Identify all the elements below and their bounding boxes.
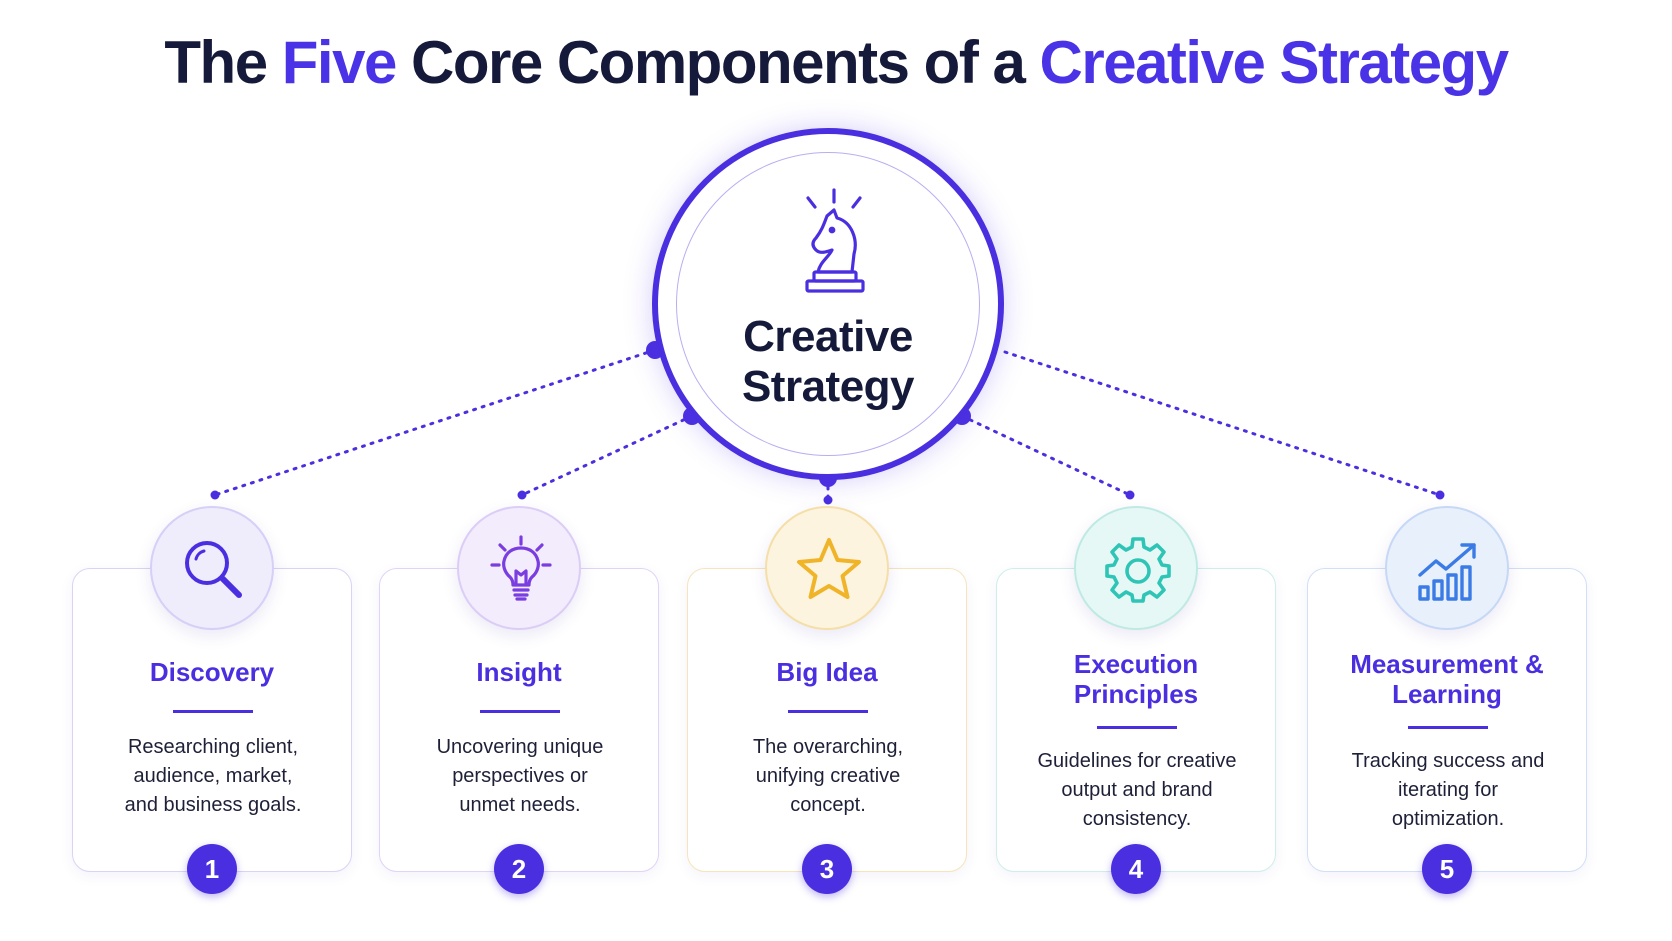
connector-execution	[960, 414, 1132, 497]
step-number-badge: 4	[1111, 844, 1161, 894]
card-description-line: unmet needs.	[459, 794, 581, 816]
chess-knight-icon	[805, 188, 865, 293]
card-description: The overarching, unifying creative conce…	[712, 733, 944, 820]
connector-discovery	[213, 348, 657, 497]
card-description: Guidelines for creative output and brand…	[1021, 747, 1253, 834]
card-description: Uncovering unique perspectives or unmet …	[404, 733, 636, 820]
connector-insight	[520, 414, 694, 497]
card-description-line: The overarching,	[752, 736, 904, 758]
title-accent-five: Five	[281, 29, 398, 96]
card-description-line: Tracking success and	[1351, 750, 1545, 772]
card-description-line: output and brand	[1061, 779, 1213, 801]
card-divider	[1408, 726, 1488, 729]
card-title-line: Measurement &	[1350, 649, 1544, 679]
card-divider	[788, 710, 868, 713]
card-title-line: Learning	[1392, 679, 1502, 709]
execution-icon-circle	[1074, 506, 1198, 630]
big-idea-icon-circle	[765, 506, 889, 630]
hub-label-line-2: Strategy	[741, 362, 915, 411]
card-description-line: iterating for	[1397, 779, 1499, 801]
hub-inner-ring	[676, 152, 980, 456]
card-description-line: consistency.	[1082, 808, 1192, 830]
title-part-1: The	[164, 29, 282, 96]
card-description: Tracking success and iterating for optim…	[1332, 747, 1564, 834]
discovery-icon-circle	[150, 506, 274, 630]
page-title: The Five Core Components of a Creative S…	[0, 28, 1672, 97]
card-title-line: Execution	[1073, 649, 1199, 679]
step-number-badge: 3	[802, 844, 852, 894]
card-title: Measurement & Learning	[1308, 649, 1586, 709]
magnifier-icon	[185, 541, 242, 598]
growth-chart-icon	[1418, 543, 1476, 601]
card-divider	[480, 710, 560, 713]
card-description-line: unifying creative	[755, 765, 901, 787]
card-title: Discovery	[149, 657, 275, 687]
card-title: Execution Principles	[997, 649, 1275, 709]
star-icon	[797, 538, 861, 599]
connector-end-dot	[210, 490, 220, 500]
connector-end-dot	[1435, 490, 1445, 500]
connector-end-dot	[823, 495, 833, 505]
measurement-icon-circle	[1385, 506, 1509, 630]
connector-end-dot	[1125, 490, 1135, 500]
component-card-measurement-learning: Measurement & Learning Tracking success …	[1307, 568, 1587, 872]
card-description-line: audience, market,	[133, 765, 293, 787]
title-accent-creative-strategy: Creative Strategy	[1039, 29, 1510, 96]
card-divider	[1097, 726, 1177, 729]
step-number-badge: 1	[187, 844, 237, 894]
insight-icon-circle	[457, 506, 581, 630]
card-description-line: optimization.	[1391, 808, 1505, 830]
connector-end-dot	[517, 490, 527, 500]
hub-label-line-1: Creative	[743, 312, 913, 361]
lightbulb-icon	[490, 535, 552, 601]
step-number-badge: 2	[494, 844, 544, 894]
card-description-line: concept.	[790, 794, 866, 816]
card-title-line: Principles	[1073, 679, 1199, 709]
gear-icon	[1105, 537, 1171, 603]
card-description: Researching client, audience, market, an…	[97, 733, 329, 820]
card-description-line: Guidelines for creative	[1037, 750, 1237, 772]
title-part-2: Core Components of a	[395, 29, 1040, 96]
card-title: Big Idea	[776, 657, 878, 687]
card-description-line: perspectives or	[452, 765, 588, 787]
creative-strategy-hub: Creative Strategy	[652, 128, 1004, 480]
step-number-badge: 5	[1422, 844, 1472, 894]
card-description-line: Researching client,	[127, 736, 299, 758]
component-card-discovery: Discovery Researching client, audience, …	[72, 568, 352, 872]
connector-measurement	[1003, 350, 1442, 497]
card-divider	[173, 710, 253, 713]
card-description-line: Uncovering unique	[436, 736, 604, 758]
card-title: Insight	[476, 657, 562, 687]
hub-label: Creative Strategy	[658, 312, 998, 412]
card-description-line: and business goals.	[124, 794, 302, 816]
